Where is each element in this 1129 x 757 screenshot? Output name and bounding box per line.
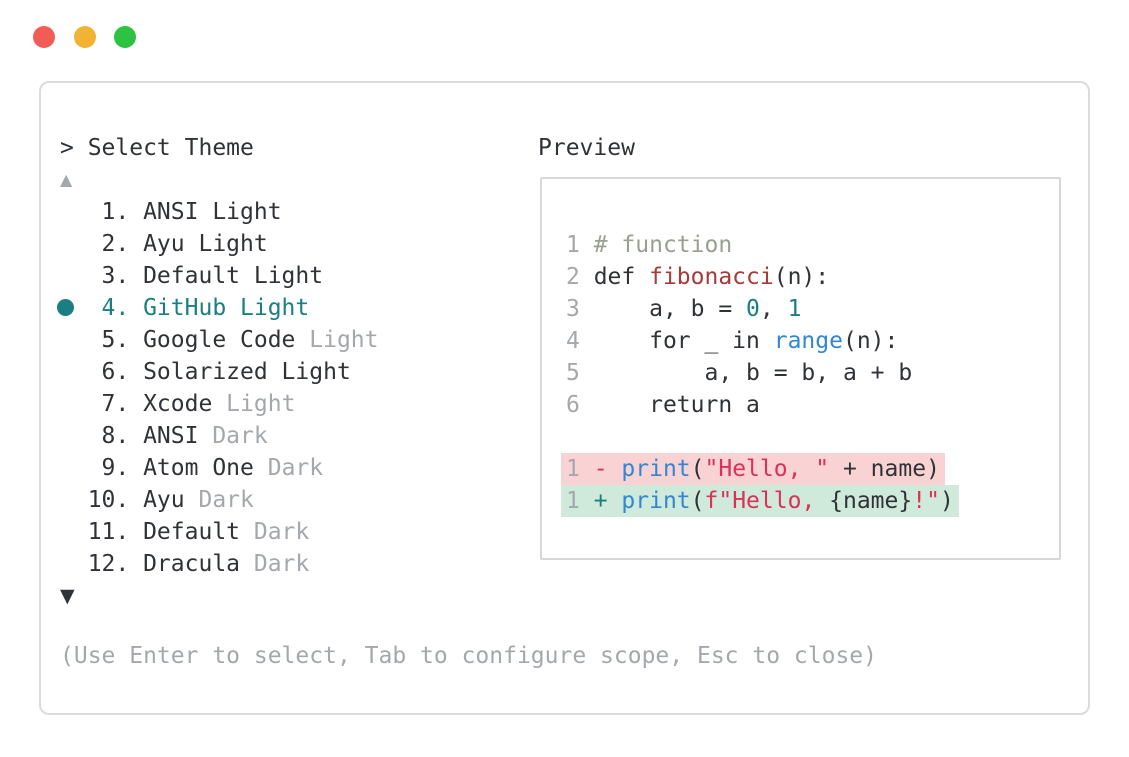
theme-item-label: 7. Xcode: [60, 391, 213, 417]
theme-item-label: 11. Default: [60, 519, 241, 545]
theme-item-variant: Light: [295, 327, 379, 353]
theme-item-5[interactable]: 5. Google Code Light: [60, 324, 379, 356]
theme-item-label: 8. ANSI: [60, 423, 199, 449]
scroll-up-icon: ▲: [60, 170, 73, 189]
theme-item-11[interactable]: 11. Default Dark: [60, 516, 379, 548]
line-number: 1: [566, 456, 594, 482]
theme-item-variant: Dark: [184, 487, 254, 513]
selected-indicator-dot: [57, 299, 74, 316]
theme-item-variant: Dark: [198, 423, 268, 449]
line-number: 1: [566, 488, 594, 514]
theme-item-6[interactable]: 6. Solarized Light: [60, 356, 379, 388]
theme-item-1[interactable]: 1. ANSI Light: [60, 196, 379, 228]
close-button[interactable]: [33, 26, 55, 48]
code-line: 6 return a: [566, 392, 760, 418]
keyboard-hint: (Use Enter to select, Tab to configure s…: [60, 643, 877, 669]
theme-item-label: 6. Solarized Light: [60, 359, 351, 385]
line-number: 5: [566, 360, 594, 386]
theme-item-10[interactable]: 10. Ayu Dark: [60, 484, 379, 516]
minimize-button[interactable]: [74, 26, 96, 48]
theme-item-variant: Dark: [253, 455, 324, 481]
theme-list: 1. ANSI Light 2. Ayu Light 3. Default Li…: [57, 196, 379, 580]
theme-item-label: 1. ANSI Light: [60, 199, 282, 225]
theme-item-4[interactable]: 4. GitHub Light: [57, 292, 379, 324]
code-line: 2 def fibonacci(n):: [566, 264, 830, 290]
theme-item-label: 12. Dracula: [60, 551, 241, 577]
theme-item-7[interactable]: 7. Xcode Light: [60, 388, 379, 420]
preview-label: Preview: [538, 135, 635, 161]
theme-list-column: > Select Theme ▲ 1. ANSI Light 2. Ayu Li…: [57, 132, 379, 612]
preview-box: 1 # function 2 def fibonacci(n): 3 a, b = …: [540, 177, 1061, 560]
theme-item-label: 9. Atom One: [60, 455, 254, 481]
code-line: 4 for _ in range(n):: [566, 328, 899, 354]
theme-item-label: 2. Ayu Light: [60, 231, 268, 257]
diff-line-added: 1 + print(f"Hello, {name}!"): [561, 485, 959, 517]
code-line: 5 a, b = b, a + b: [566, 360, 913, 386]
zoom-button[interactable]: [114, 26, 136, 48]
theme-item-label: 5. Google Code: [60, 327, 296, 353]
code-line: 3 a, b = 0, 1: [566, 296, 802, 322]
line-number: [566, 424, 594, 450]
theme-item-label: 10. Ayu: [60, 487, 185, 513]
line-number: 1: [566, 232, 594, 258]
theme-item-3[interactable]: 3. Default Light: [60, 260, 379, 292]
theme-item-label: 4. GitHub Light: [60, 295, 310, 321]
theme-item-variant: Light: [212, 391, 296, 417]
select-theme-prompt: > Select Theme: [60, 135, 254, 161]
code-line: 1 # function: [566, 232, 733, 258]
line-number: 3: [566, 296, 594, 322]
line-number: 4: [566, 328, 594, 354]
scroll-down-icon: ▼: [60, 585, 75, 607]
theme-item-variant: Dark: [240, 519, 310, 545]
diff-line-removed: 1 - print("Hello, " + name): [561, 453, 959, 485]
line-number: 2: [566, 264, 594, 290]
theme-selector-panel: > Select Theme ▲ 1. ANSI Light 2. Ayu Li…: [39, 81, 1090, 715]
code-preview: 1 # function 2 def fibonacci(n): 3 a, b = …: [561, 229, 959, 517]
theme-item-variant: Dark: [240, 551, 310, 577]
theme-item-8[interactable]: 8. ANSI Dark: [60, 420, 379, 452]
line-number: 6: [566, 392, 594, 418]
theme-item-12[interactable]: 12. Dracula Dark: [60, 548, 379, 580]
theme-item-9[interactable]: 9. Atom One Dark: [60, 452, 379, 484]
code-line: [566, 421, 959, 453]
theme-item-label: 3. Default Light: [60, 263, 324, 289]
theme-item-2[interactable]: 2. Ayu Light: [60, 228, 379, 260]
